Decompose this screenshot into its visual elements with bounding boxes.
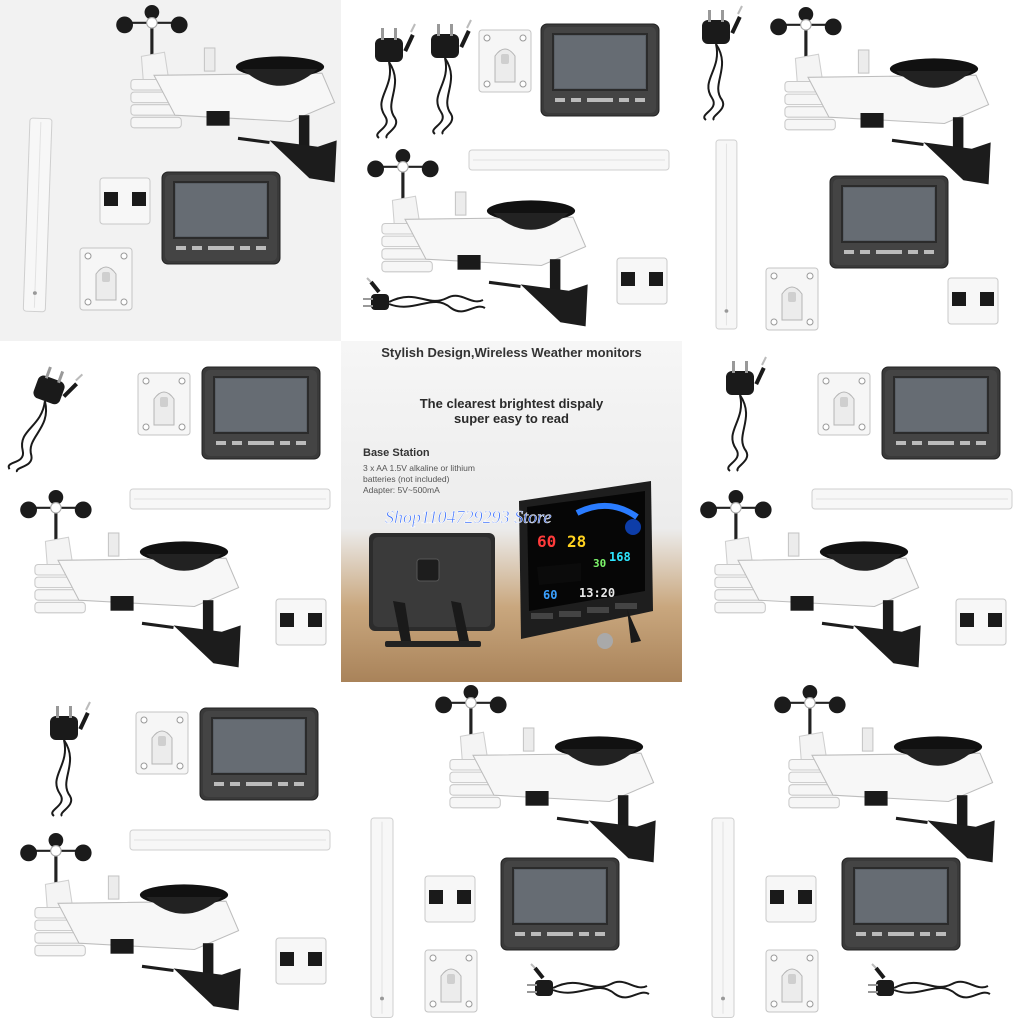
product-illustration bbox=[711, 683, 997, 1018]
promo-subline-1: The clearest brightest dispaly bbox=[419, 396, 604, 411]
product-illustration bbox=[361, 19, 670, 328]
console-back-view bbox=[369, 533, 495, 647]
spec-title: Base Station bbox=[363, 447, 430, 459]
product-illustration bbox=[18, 701, 331, 1012]
reading-humidity: 28 bbox=[567, 532, 586, 551]
product-tile-2 bbox=[341, 0, 682, 341]
product-tile-7 bbox=[0, 682, 341, 1023]
promo-scene: 60 28 30 60 168 13:20 bbox=[369, 481, 653, 649]
product-tile-6 bbox=[682, 341, 1023, 682]
spec-line-3: Adapter: 5V~500mA bbox=[363, 485, 440, 495]
product-tile-8 bbox=[341, 682, 682, 1023]
store-watermark: Shop1104729293 Store bbox=[385, 507, 552, 528]
reading-time: 13:20 bbox=[579, 586, 615, 600]
product-illustration bbox=[698, 356, 1013, 669]
reading-rain: 168 bbox=[609, 550, 631, 564]
reading-outdoor: 30 bbox=[593, 557, 606, 570]
reading-wind: 60 bbox=[543, 588, 557, 602]
product-tile-1 bbox=[0, 0, 341, 341]
promo-headline: Stylish Design,Wireless Weather monitors bbox=[381, 345, 642, 360]
product-tile-3 bbox=[682, 0, 1023, 341]
spec-line-1: 3 x AA 1.5V alkaline or lithium bbox=[363, 463, 475, 473]
promo-tile: Stylish Design,Wireless Weather monitors… bbox=[341, 341, 682, 682]
product-tile-4 bbox=[0, 341, 341, 682]
product-illustration bbox=[370, 683, 658, 1018]
promo-subline-2: super easy to read bbox=[454, 411, 569, 426]
product-illustration bbox=[22, 3, 339, 313]
product-illustration bbox=[701, 5, 999, 331]
product-tile-9 bbox=[682, 682, 1023, 1023]
reading-indoor-temp: 60 bbox=[537, 532, 556, 551]
product-illustration bbox=[4, 359, 331, 669]
spec-line-2: batteries (not included) bbox=[363, 474, 450, 484]
console-front-view bbox=[519, 481, 653, 649]
